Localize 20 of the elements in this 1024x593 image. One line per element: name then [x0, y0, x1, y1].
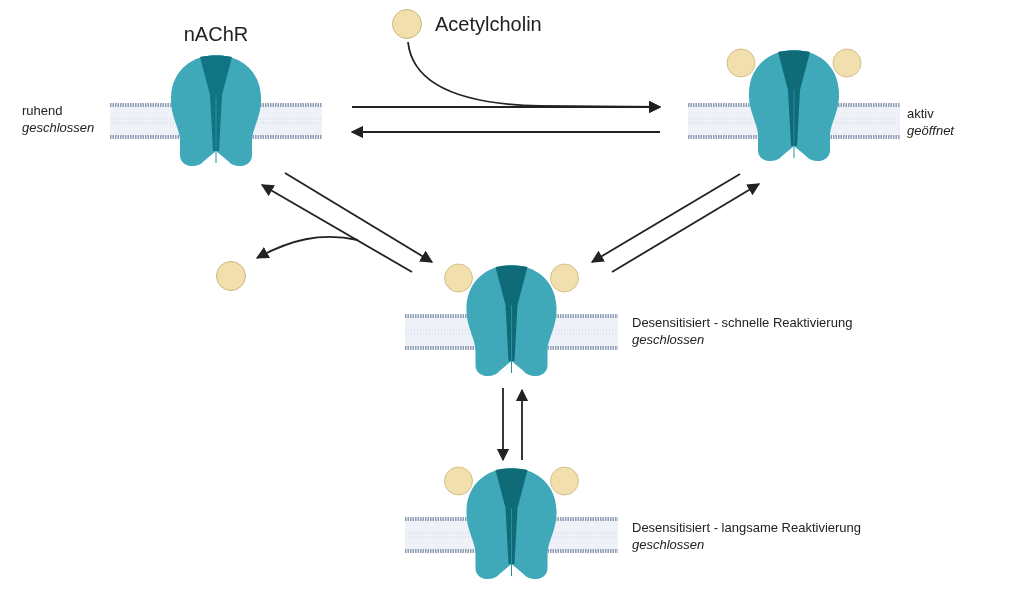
state-label: Desensitisiert - langsame Reaktivierung — [632, 520, 862, 536]
arrow — [260, 184, 413, 273]
arrow — [496, 387, 510, 462]
state-label: ruhend — [22, 103, 63, 119]
state-label: geöffnet — [907, 123, 954, 139]
state-label: geschlossen — [632, 537, 705, 553]
molecule-label: Acetylcholin — [435, 12, 542, 36]
arrow — [515, 388, 529, 461]
state-label: Desensitisiert - schnelle Reaktivierung — [632, 315, 853, 331]
arrow — [255, 236, 359, 259]
state-label: geschlossen — [632, 332, 705, 348]
state-label: aktiv — [907, 106, 934, 122]
state-label: geschlossen — [22, 120, 95, 136]
arrow — [611, 183, 761, 273]
receptor-title: nAChR — [182, 22, 250, 46]
arrow — [590, 173, 741, 263]
arrow — [350, 125, 661, 139]
arrow — [407, 41, 662, 114]
arrow — [284, 172, 434, 263]
ligand-circle — [216, 261, 246, 291]
